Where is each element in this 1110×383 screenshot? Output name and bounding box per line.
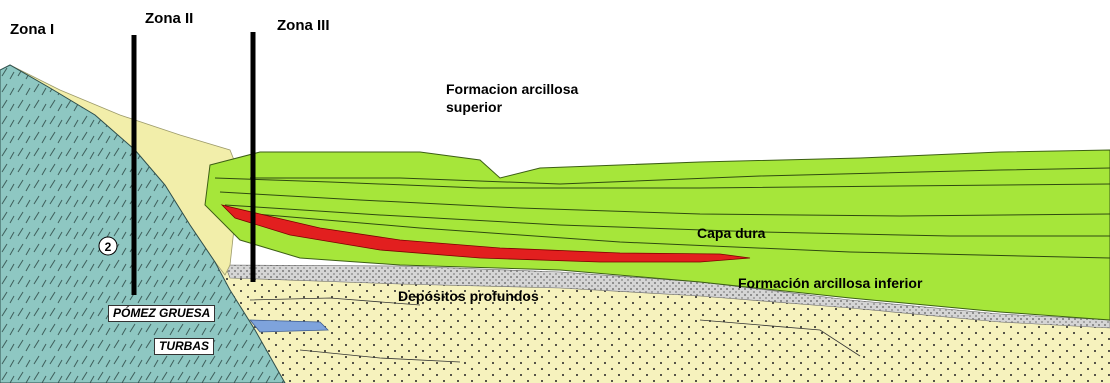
formacion-superior-label-line1: Formacion arcillosa [446,81,579,97]
pomez-gruesa-label: PÓMEZ GRUESA [108,305,216,322]
rock-mass [0,64,286,383]
turba-lens [249,319,329,333]
rock-marker-text: 2 [105,240,112,254]
zona-1-label: Zona I [10,21,55,38]
zona-3-label: Zona III [277,17,330,34]
zona-2-label: Zona II [145,10,194,27]
turbas-label: TURBAS [154,338,214,355]
gravel-band [224,264,1110,329]
clay-formation [204,149,1110,321]
formacion-superior-label-line2: superior [446,99,503,115]
capa-dura-label: Capa dura [697,225,766,241]
formacion-inferior-label: Formación arcillosa inferior [738,275,923,291]
hard-layer [220,204,751,263]
clay-stratification-lines [214,167,1110,259]
depositos-profundos-label: Depósitos profundos [398,288,539,304]
deep-deposit-lines [249,297,861,363]
rock-marker-circle [98,236,118,256]
deep-deposits-layer [220,270,1110,383]
